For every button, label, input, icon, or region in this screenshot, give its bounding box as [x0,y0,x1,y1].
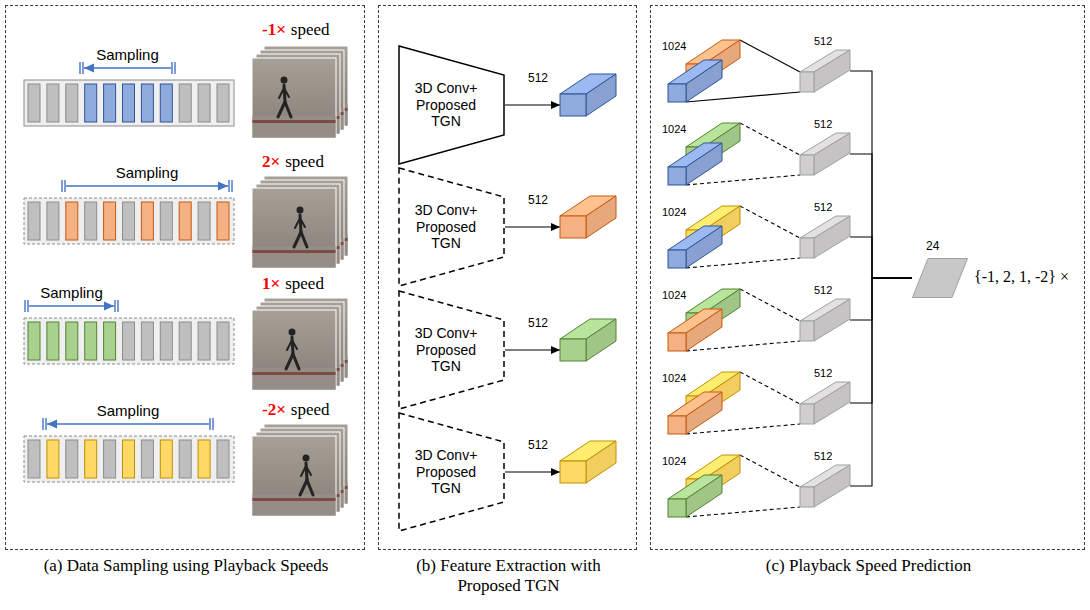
sampling-arrow [43,418,213,430]
module-label: 3D Conv+ Proposed TGN [410,80,482,130]
shape-outline [800,465,850,507]
dimension-label: 512 [528,317,548,331]
shape-outline [560,196,616,238]
shape-outline [560,441,616,483]
speed-label: -1× [262,20,286,40]
concat-feature-cuboid: 1024 [668,206,740,268]
feature-cuboid: 512 [560,441,616,483]
panel-caption: (a) Data Sampling using Playback Speeds [16,556,356,576]
video-frames-photo [252,298,348,390]
video-frames-photo [252,46,348,138]
encoder-trapezoid: 3D Conv+ Proposed TGN [398,290,505,410]
shape-outline [912,258,968,298]
output-parallelogram: 24 [912,258,968,298]
connector [505,104,560,105]
encoder-trapezoid: 3D Conv+ Proposed TGN [398,412,505,532]
connector [850,278,912,403]
sampling-arrow [25,300,118,312]
connector [505,349,560,350]
shape-outline [800,299,850,341]
dimension-label: 512 [528,439,548,453]
dimension-label: 512 [814,35,832,48]
fc-feature-cuboid: 512 [800,465,850,507]
fc-feature-cuboid: 512 [800,216,850,258]
sampling-label: Sampling [116,164,179,181]
panel-caption: (b) Feature Extraction with Proposed TGN [389,556,629,595]
speed-label: speed [291,20,330,40]
concat-feature-cuboid: 1024 [668,123,740,185]
dimension-label: 512 [814,118,832,131]
module-label: 3D Conv+ Proposed TGN [410,202,482,252]
shape-outline [560,319,616,361]
dimension-label: 1024 [662,123,686,136]
shape-outline [800,50,850,92]
concat-feature-cuboid: 1024 [668,40,740,102]
connector [850,71,912,278]
dimension-label: 1024 [662,372,686,385]
speed-label: speed [285,274,324,294]
fc-feature-cuboid: 512 [800,382,850,424]
dimension-label: 24 [926,240,939,254]
dimension-label: 1024 [662,206,686,219]
dimension-label: 512 [814,284,832,297]
frame-strip [24,318,234,364]
speed-set-label: {-1, 2, 1, -2} × [974,268,1069,286]
panel-caption: (c) Playback Speed Prediction [669,556,1069,576]
module-label: 3D Conv+ Proposed TGN [410,447,482,497]
video-frames-photo [252,176,348,268]
concat-feature-cuboid: 1024 [668,372,740,434]
sampling-arrow [62,180,232,192]
fc-feature-cuboid: 512 [800,50,850,92]
speed-label: 2× [262,152,280,172]
dimension-label: 512 [528,72,548,86]
shape-outline [560,74,616,116]
dimension-label: 512 [814,201,832,214]
connector [505,226,560,227]
sampling-label: Sampling [40,284,103,301]
speed-label: speed [291,400,330,420]
encoder-trapezoid: 3D Conv+ Proposed TGN [398,167,505,287]
frame-strip [24,436,234,482]
speed-label: 1× [262,274,280,294]
concat-feature-cuboid: 1024 [668,289,740,351]
speed-label: -2× [262,400,286,420]
panel: (b) Feature Extraction with Proposed TGN… [378,5,637,550]
dimension-label: 512 [814,367,832,380]
shape-outline [800,216,850,258]
connector [505,471,560,472]
sampling-label: Sampling [97,402,160,419]
dimension-label: 1024 [662,289,686,302]
speed-label: speed [285,152,324,172]
dimension-label: 512 [528,194,548,208]
video-frames-photo [252,424,348,516]
shape-outline [800,133,850,175]
fc-feature-cuboid: 512 [800,299,850,341]
fc-feature-cuboid: 512 [800,133,850,175]
sampling-arrow [80,62,175,74]
connector [850,278,912,486]
sampling-label: Sampling [96,46,159,63]
dimension-label: 1024 [662,455,686,468]
connector [850,278,912,320]
feature-cuboid: 512 [560,196,616,238]
frame-strip [24,198,234,244]
module-label: 3D Conv+ Proposed TGN [410,325,482,375]
shape-outline [800,382,850,424]
dimension-label: 512 [814,450,832,463]
feature-cuboid: 512 [560,74,616,116]
frame-strip [24,80,234,126]
connector [850,154,912,278]
feature-cuboid: 512 [560,319,616,361]
encoder-trapezoid: 3D Conv+ Proposed TGN [398,45,505,165]
connector [850,237,912,278]
dimension-label: 1024 [662,40,686,53]
concat-feature-cuboid: 1024 [668,455,740,517]
